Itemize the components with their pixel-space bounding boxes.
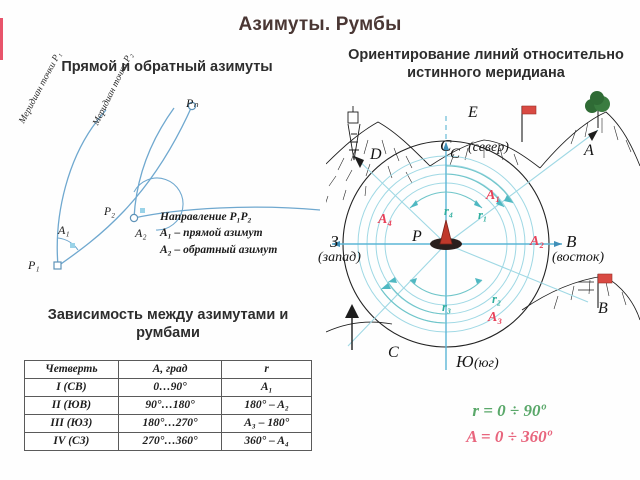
table-header-row: Четверть A, град r <box>24 360 312 379</box>
cell-bearing: 180° – A₂ <box>221 396 312 415</box>
table-row: II (ЮВ) 90°…180° 180° – A₂ <box>24 396 312 415</box>
cell-azimuth: 90°…180° <box>117 396 223 415</box>
cell-bearing: A₃ – 180° <box>221 414 312 433</box>
flag-icon-e <box>521 105 537 142</box>
meridian-curves-svg <box>53 101 321 270</box>
signpost-icon <box>345 304 359 350</box>
legend-reverse-azimuth: A₂ – обратный азимут <box>160 243 278 256</box>
cell-azimuth: 180°…270° <box>117 414 223 433</box>
tree-icon <box>585 91 610 128</box>
azimuth-arc-arrowheads <box>381 195 513 289</box>
cell-quarter: IV (СЗ) <box>24 432 119 451</box>
angle-arc-a2 <box>133 177 184 231</box>
vertex-marker-p1 <box>53 261 62 270</box>
angle-arc-a1 <box>57 237 79 251</box>
azimuth-label-a4: A₄ <box>378 212 393 227</box>
angle-label-a2: A₂ <box>135 226 147 240</box>
direction-north: С <box>440 136 452 155</box>
landmark-label-d: D <box>370 146 382 163</box>
point-label-pn: Pₙ <box>186 96 199 110</box>
cell-azimuth: 270°…360° <box>117 432 223 451</box>
compass-orientation-diagram <box>324 84 640 384</box>
legend-direction: Направление P₁P₂ <box>160 211 252 223</box>
station-marker-icon <box>439 219 453 245</box>
bearing-label-r3: r₃ <box>442 300 452 314</box>
meridian-curve-p2 <box>133 107 175 219</box>
compass-scene-svg <box>324 91 640 370</box>
section-heading-direct-reverse-azimuths: Прямой и обратный азимуты <box>61 59 273 75</box>
direction-north-paren: (север) <box>468 140 509 155</box>
formula-block: r = 0 ÷ 90º A = 0 ÷ 360º <box>404 398 614 449</box>
direction-west: З <box>330 232 339 251</box>
angle-label-a1: A₁ <box>58 223 70 237</box>
azimuth-label-a1: A₁ <box>486 188 501 203</box>
formula-azimuth-range: A = 0 ÷ 360º <box>466 426 552 446</box>
direction-south: Ю <box>456 352 474 371</box>
column-header-bearing: r <box>221 360 312 379</box>
bearing-label-r2: r₂ <box>492 292 502 306</box>
cell-bearing: 360° – A₄ <box>221 432 312 451</box>
azimuth-label-a2: A₂ <box>530 234 545 249</box>
geodesic-extension <box>133 206 321 219</box>
geodesic-p1-pn <box>57 105 193 267</box>
angle-tick-a1 <box>70 243 75 248</box>
page-title: Азимуты. Румбы <box>238 14 402 35</box>
cell-azimuth: 0…90° <box>117 378 223 397</box>
cell-quarter: III (ЮЗ) <box>24 414 119 433</box>
direction-east-paren: (восток) <box>552 250 605 265</box>
hachure-marks <box>324 118 632 310</box>
formula-bearing-range: r = 0 ÷ 90º <box>472 401 546 420</box>
bearing-label-r1: r₁ <box>478 208 488 222</box>
angle-tick-a2 <box>140 208 145 213</box>
vertex-marker-p2 <box>129 213 139 223</box>
section-heading-line-orientation: Ориентирование линий относительно истинн… <box>348 47 624 82</box>
landmark-label-c-upper: C <box>450 146 461 162</box>
point-label-p2: P₂ <box>104 206 116 218</box>
cell-quarter: II (ЮВ) <box>24 396 119 415</box>
landmark-label-e: E <box>468 104 478 121</box>
sight-arrowheads <box>354 130 598 168</box>
azimuth-bearing-table: Четверть A, град r I (СВ) 0…90° A₁ II (Ю… <box>24 360 312 451</box>
flag-icon-b <box>578 273 613 308</box>
tower-icon <box>347 106 361 161</box>
bearing-label-r4: r₄ <box>444 204 454 218</box>
table-row: I (СВ) 0…90° A₁ <box>24 378 312 397</box>
cell-bearing: A₁ <box>221 378 312 397</box>
direct-reverse-azimuth-diagram <box>14 88 324 278</box>
table-row: III (ЮЗ) 180°…270° A₃ – 180° <box>24 414 312 433</box>
legend-direct-azimuth: A₁ – прямой азимут <box>160 227 263 240</box>
azimuth-label-a3: A₃ <box>488 310 503 325</box>
landmark-label-a: A <box>584 142 594 159</box>
center-point-label: P <box>412 228 422 245</box>
left-figure-legend: Направление P₁P₂ A₁ – прямой азимут A₂ –… <box>160 209 277 258</box>
column-header-azimuth: A, град <box>117 360 223 379</box>
point-label-p1: P₁ <box>28 258 40 272</box>
section-heading-azimuth-bearing-relation: Зависимость между азимутами и румбами <box>47 307 289 342</box>
accent-bar <box>0 18 3 60</box>
direction-south-paren: (юг) <box>474 356 499 371</box>
sight-lines <box>347 129 599 347</box>
meridian-curve-p1 <box>56 109 107 267</box>
direction-west-paren: (запад) <box>318 250 361 265</box>
column-header-quarter: Четверть <box>24 360 119 379</box>
axis-arrowheads <box>332 142 562 247</box>
vertex-marker-pn <box>187 101 197 111</box>
direction-east: В <box>566 232 577 251</box>
landmark-label-c: C <box>388 344 399 361</box>
bearing-arc-arrowheads <box>410 200 482 284</box>
cell-quarter: I (СВ) <box>24 378 119 397</box>
table-row: IV (СЗ) 270°…360° 360° – A₄ <box>24 432 312 451</box>
landmark-label-b: B <box>598 300 608 317</box>
